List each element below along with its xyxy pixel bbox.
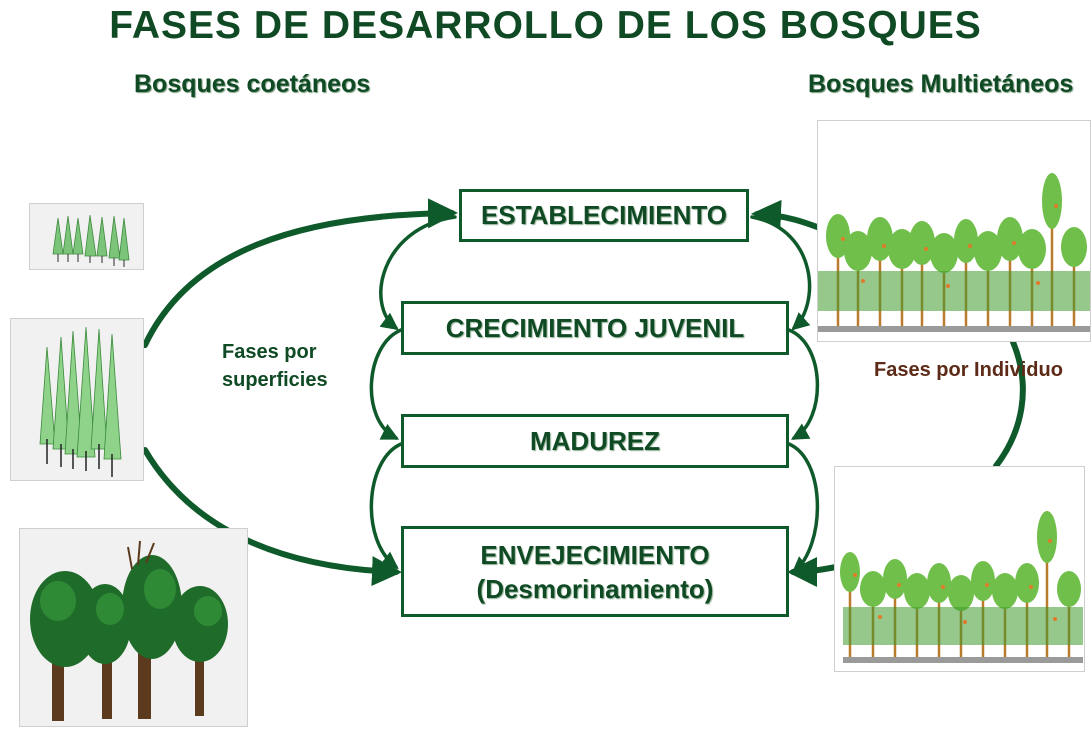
loop-arrow-left-bottom (142, 447, 402, 587)
image-uneven-aged-forest-bottom (834, 466, 1085, 672)
phase-label: CRECIMIENTO JUVENIL (445, 312, 745, 343)
phase-crecimiento-juvenil: CRECIMIENTO JUVENIL (401, 301, 789, 355)
note-fases-superficies: Fases por superficies (222, 341, 328, 391)
loop-arrow-left (142, 198, 458, 348)
note-fases-individuo: Fases por Individuo (874, 359, 1063, 381)
phase-label-line1: ENVEJECIMIENTO (480, 539, 710, 570)
subtitle-uneven-aged: Bosques Multietáneos (808, 70, 1074, 98)
phase-envejecimiento: ENVEJECIMIENTO (Desmorinamiento) (401, 526, 789, 617)
image-mature-broadleaf-trees (19, 528, 248, 727)
loop-arrow-right-side (993, 339, 1026, 469)
phase-label-line2: (Desmorinamiento) (476, 573, 714, 604)
phase-establecimiento: ESTABLECIMIENTO (459, 189, 749, 242)
phase-label: MADUREZ (530, 425, 660, 456)
subtitle-even-aged: Bosques coetáneos (134, 70, 371, 98)
phase-madurez: MADUREZ (401, 414, 789, 468)
image-young-conifers (29, 203, 144, 270)
page-title: FASES DE DESARROLLO DE LOS BOSQUES (109, 4, 982, 47)
image-pole-stage-conifers (10, 318, 144, 481)
image-uneven-aged-forest-top (817, 120, 1091, 342)
phase-label: ESTABLECIMIENTO (480, 200, 728, 230)
